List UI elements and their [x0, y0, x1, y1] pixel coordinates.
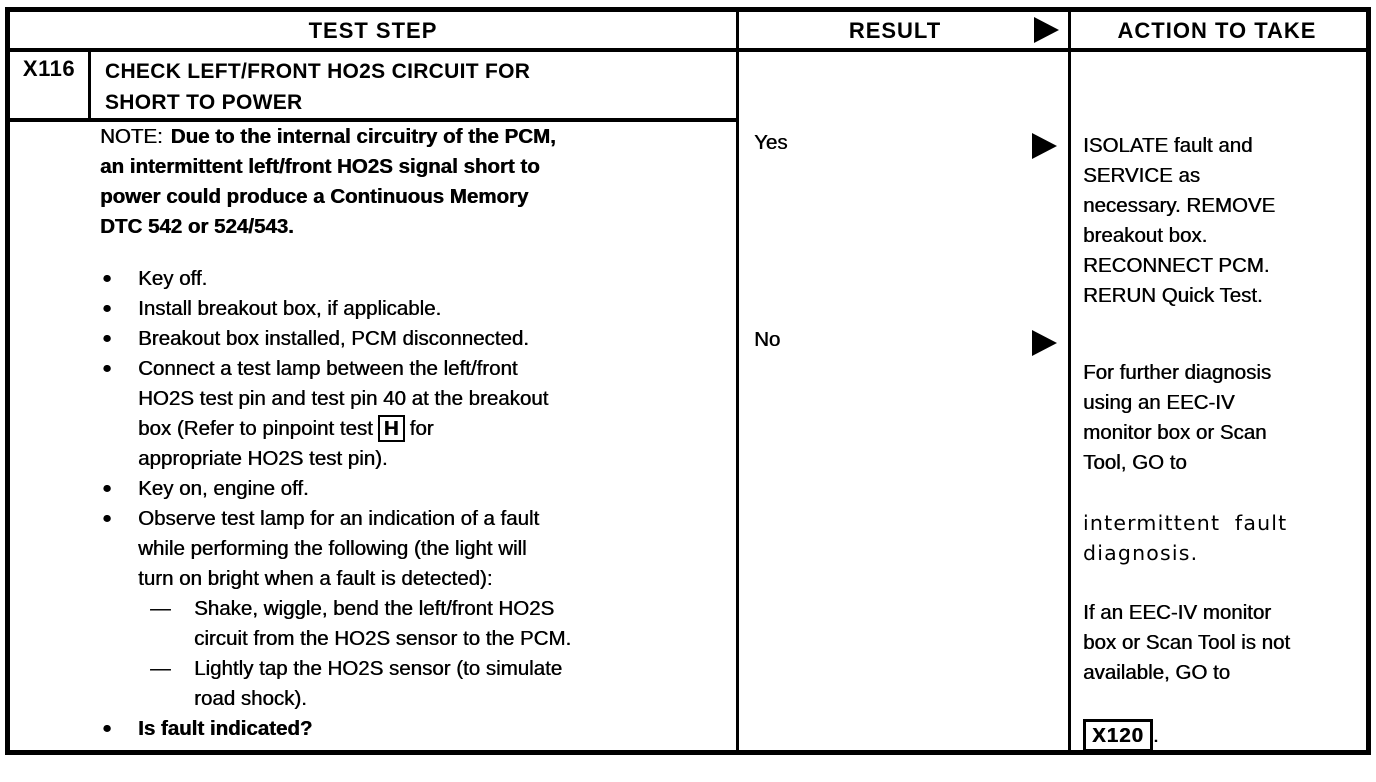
test-step-title: CHECK LEFT/FRONT HO2S CIRCUIT FOR SHORT …	[105, 60, 531, 114]
step-x120-reference: X120	[1083, 719, 1153, 752]
bullet-text: Connect a test lamp between the left/fro…	[138, 354, 548, 474]
bullet-icon: ●	[102, 300, 112, 317]
bullet-text: Observe test lamp for an indication of a…	[138, 507, 540, 590]
bullet-text-post: for appropriate HO2S test pin).	[138, 417, 434, 470]
step-title-divider	[10, 118, 736, 122]
action-column-divider	[1068, 12, 1071, 750]
sub-bullet-text: Lightly tap the HO2S sensor (to simulate…	[194, 657, 563, 710]
dash-icon: —	[150, 657, 171, 680]
step-id-divider	[88, 52, 91, 118]
action-yes-text: ISOLATE fault and SERVICE as necessary. …	[1083, 134, 1276, 307]
bullet-text-pre: Connect a test lamp between the left/fro…	[138, 357, 549, 440]
action-no-text-light: intermittent fault diagnosis.	[1083, 511, 1288, 565]
note-text: Due to the internal circuitry of the PCM…	[100, 125, 556, 238]
sub-bullet-item: — Lightly tap the HO2S sensor (to simula…	[148, 654, 728, 714]
column-header-test-step: TEST STEP	[308, 18, 438, 43]
note-paragraph: NOTE:Due to the internal circuitry of th…	[100, 122, 728, 242]
bullet-item: ● Key off.	[100, 264, 728, 294]
test-step-id: X116	[22, 56, 76, 81]
bullet-icon: ●	[102, 270, 112, 287]
arrow-right-icon	[1032, 330, 1057, 356]
bullet-text: Key on, engine off.	[138, 477, 309, 500]
goto-period: .	[1152, 724, 1159, 747]
pinpoint-test-table: TEST STEP RESULT ACTION TO TAKE X116 CHE…	[5, 7, 1371, 755]
pinpoint-test-h-reference: H	[377, 415, 405, 442]
dash-icon: —	[150, 597, 171, 620]
bullet-item: ● Install breakout box, if applicable.	[100, 294, 728, 324]
bullet-icon: ●	[102, 510, 112, 527]
note-label: NOTE:	[100, 125, 163, 148]
bullet-item: ● Key on, engine off.	[100, 474, 728, 504]
action-no-text: For further diagnosis using an EEC-IV mo…	[1083, 328, 1369, 782]
arrow-right-icon	[1034, 17, 1059, 43]
bullet-item: ● Observe test lamp for an indication of…	[100, 504, 728, 594]
bullet-text: Key off.	[138, 267, 208, 290]
sub-bullet-text: Shake, wiggle, bend the left/front HO2S …	[194, 597, 572, 650]
bullet-text: Install breakout box, if applicable.	[138, 297, 442, 320]
bullet-text: Breakout box installed, PCM disconnected…	[138, 327, 529, 350]
result-column-divider	[736, 12, 739, 750]
action-no-goto-row: X120.	[1083, 719, 1369, 752]
sub-bullet-item: — Shake, wiggle, bend the left/front HO2…	[148, 594, 728, 654]
action-no-text-2: If an EEC-IV monitor box or Scan Tool is…	[1083, 601, 1291, 684]
arrow-right-icon	[1032, 133, 1057, 159]
manual-page: TEST STEP RESULT ACTION TO TAKE X116 CHE…	[5, 7, 1371, 755]
bullet-icon: ●	[102, 480, 112, 497]
test-step-body: NOTE:Due to the internal circuitry of th…	[100, 122, 728, 744]
result-no-label: No	[754, 328, 781, 351]
result-yes-label: Yes	[754, 131, 788, 154]
bullet-item: ● Connect a test lamp between the left/f…	[100, 354, 728, 474]
bullet-icon: ●	[102, 360, 112, 377]
column-header-result: RESULT	[848, 18, 942, 43]
bullet-icon: ●	[102, 330, 112, 347]
bullet-question-text: Is fault indicated?	[138, 717, 313, 740]
header-bottom-divider	[10, 48, 1366, 52]
bullet-item-question: ● Is fault indicated?	[100, 714, 728, 744]
bullet-icon: ●	[102, 720, 112, 737]
column-header-action: ACTION TO TAKE	[1117, 18, 1317, 43]
bullet-item: ● Breakout box installed, PCM disconnect…	[100, 324, 728, 354]
action-no-text-1: For further diagnosis using an EEC-IV mo…	[1083, 361, 1272, 474]
